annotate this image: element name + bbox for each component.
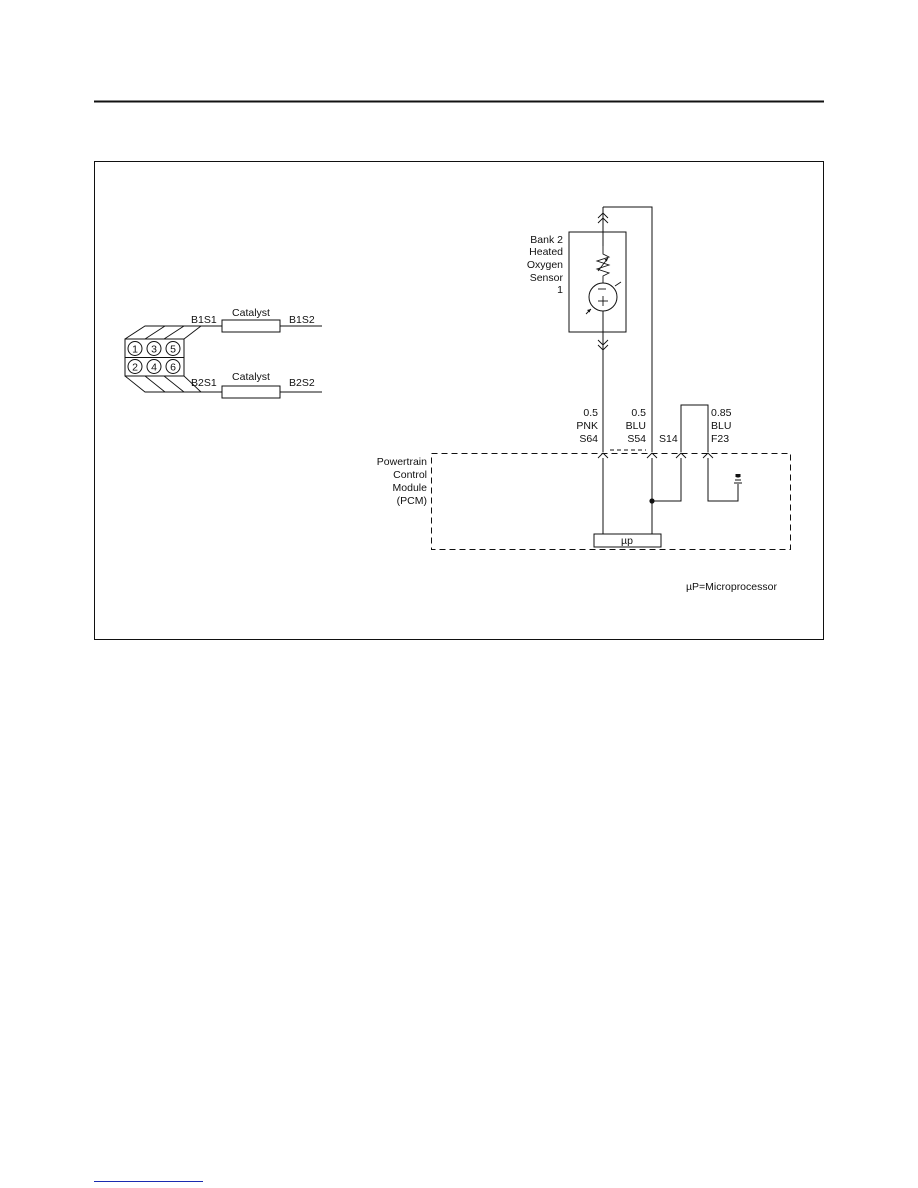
wire-2-size: 0.5 [631, 407, 646, 419]
diagram-frame [94, 161, 824, 640]
sensing-arrow-top [614, 281, 622, 287]
pin-s14-chevron [675, 452, 687, 459]
cylinder-1-label: 1 [132, 344, 138, 356]
cylinder-4-label: 4 [151, 362, 157, 374]
sensor-label-line-2: Heated [529, 246, 563, 258]
pcm-module: Powertrain Control Module (PCM) µp [377, 453, 791, 550]
cylinder-5: 5 [165, 341, 181, 356]
cylinder-6-label: 6 [170, 362, 176, 374]
wire-4-size: 0.85 [711, 407, 732, 419]
sensor-label-line-4: Sensor [530, 272, 564, 284]
pcm-label-line-3: Module [393, 482, 428, 494]
cylinder-3: 3 [146, 341, 162, 356]
pcm-internal-s14 [652, 458, 682, 502]
cylinder-2: 2 [127, 359, 143, 374]
cylinder-4: 4 [146, 359, 162, 374]
cylinder-6: 6 [165, 359, 181, 374]
sensor-label-line-1: Bank 2 [530, 234, 563, 246]
wire-2-color: BLU [626, 420, 646, 432]
wire-3-pin: S14 [659, 433, 678, 445]
bank2-downstream-sensor: B2S2 [289, 377, 315, 389]
splice-dot [649, 498, 655, 504]
wire-s14-f23-loop [680, 404, 709, 452]
oxygen-sensor-box [568, 231, 627, 333]
oxygen-sensor: Bank 2 Heated Oxygen Sensor 1 [527, 231, 627, 333]
pcm-boundary [431, 453, 791, 550]
connector-top-chevron-2 [597, 217, 609, 224]
connector-bottom-chevron-2 [597, 344, 609, 351]
pcm-label-line-1: Powertrain [377, 456, 427, 468]
bank2-catalyst-label: Catalyst [232, 371, 270, 383]
cylinder-5-label: 5 [170, 344, 176, 356]
cylinder-3-label: 3 [151, 344, 157, 356]
bank2-manifold [124, 375, 215, 393]
cylinder-1: 1 [127, 341, 143, 356]
pcm-internal-f23 [707, 458, 739, 502]
cylinder-2-label: 2 [132, 362, 138, 374]
sensor-label-line-3: Oxygen [527, 259, 563, 271]
engine-catalyst-diagram: 1 3 5 2 4 6 [124, 307, 322, 399]
wire-4-pin: F23 [711, 433, 729, 445]
connector-top-chevron-1 [597, 212, 609, 219]
bank1-manifold [124, 325, 215, 340]
wire-blu [603, 206, 653, 452]
legend-text: µP=Microprocessor [686, 581, 777, 593]
sensor-label-line-5: 1 [557, 284, 563, 296]
pcm-label-line-2: Control [393, 469, 427, 481]
sensor-wiring: 0.5 PNK S64 0.5 BLU S54 S14 0.85 BLU F23 [576, 206, 732, 459]
wire-2-pin: S54 [627, 433, 646, 445]
pin-f23-chevron [702, 452, 714, 459]
bank1-upstream-sensor: B1S1 [191, 314, 217, 326]
heater-resistor-icon [595, 246, 611, 283]
wire-4-color: BLU [711, 420, 731, 432]
microprocessor-box [593, 533, 662, 548]
bank1-downstream-sensor: B1S2 [289, 314, 315, 326]
connector-bottom-chevron-1 [597, 339, 609, 346]
wire-1-color: PNK [576, 420, 598, 432]
ground-icon [734, 474, 742, 484]
bank1-catalyst [221, 319, 281, 333]
bank1-catalyst-label: Catalyst [232, 307, 270, 319]
wire-1-size: 0.5 [583, 407, 598, 419]
microprocessor-label: µp [621, 535, 633, 547]
bank2-catalyst [221, 385, 281, 399]
wire-1-pin: S64 [579, 433, 598, 445]
bank2-upstream-sensor: B2S1 [191, 377, 217, 389]
pcm-label-line-4: (PCM) [397, 495, 427, 507]
